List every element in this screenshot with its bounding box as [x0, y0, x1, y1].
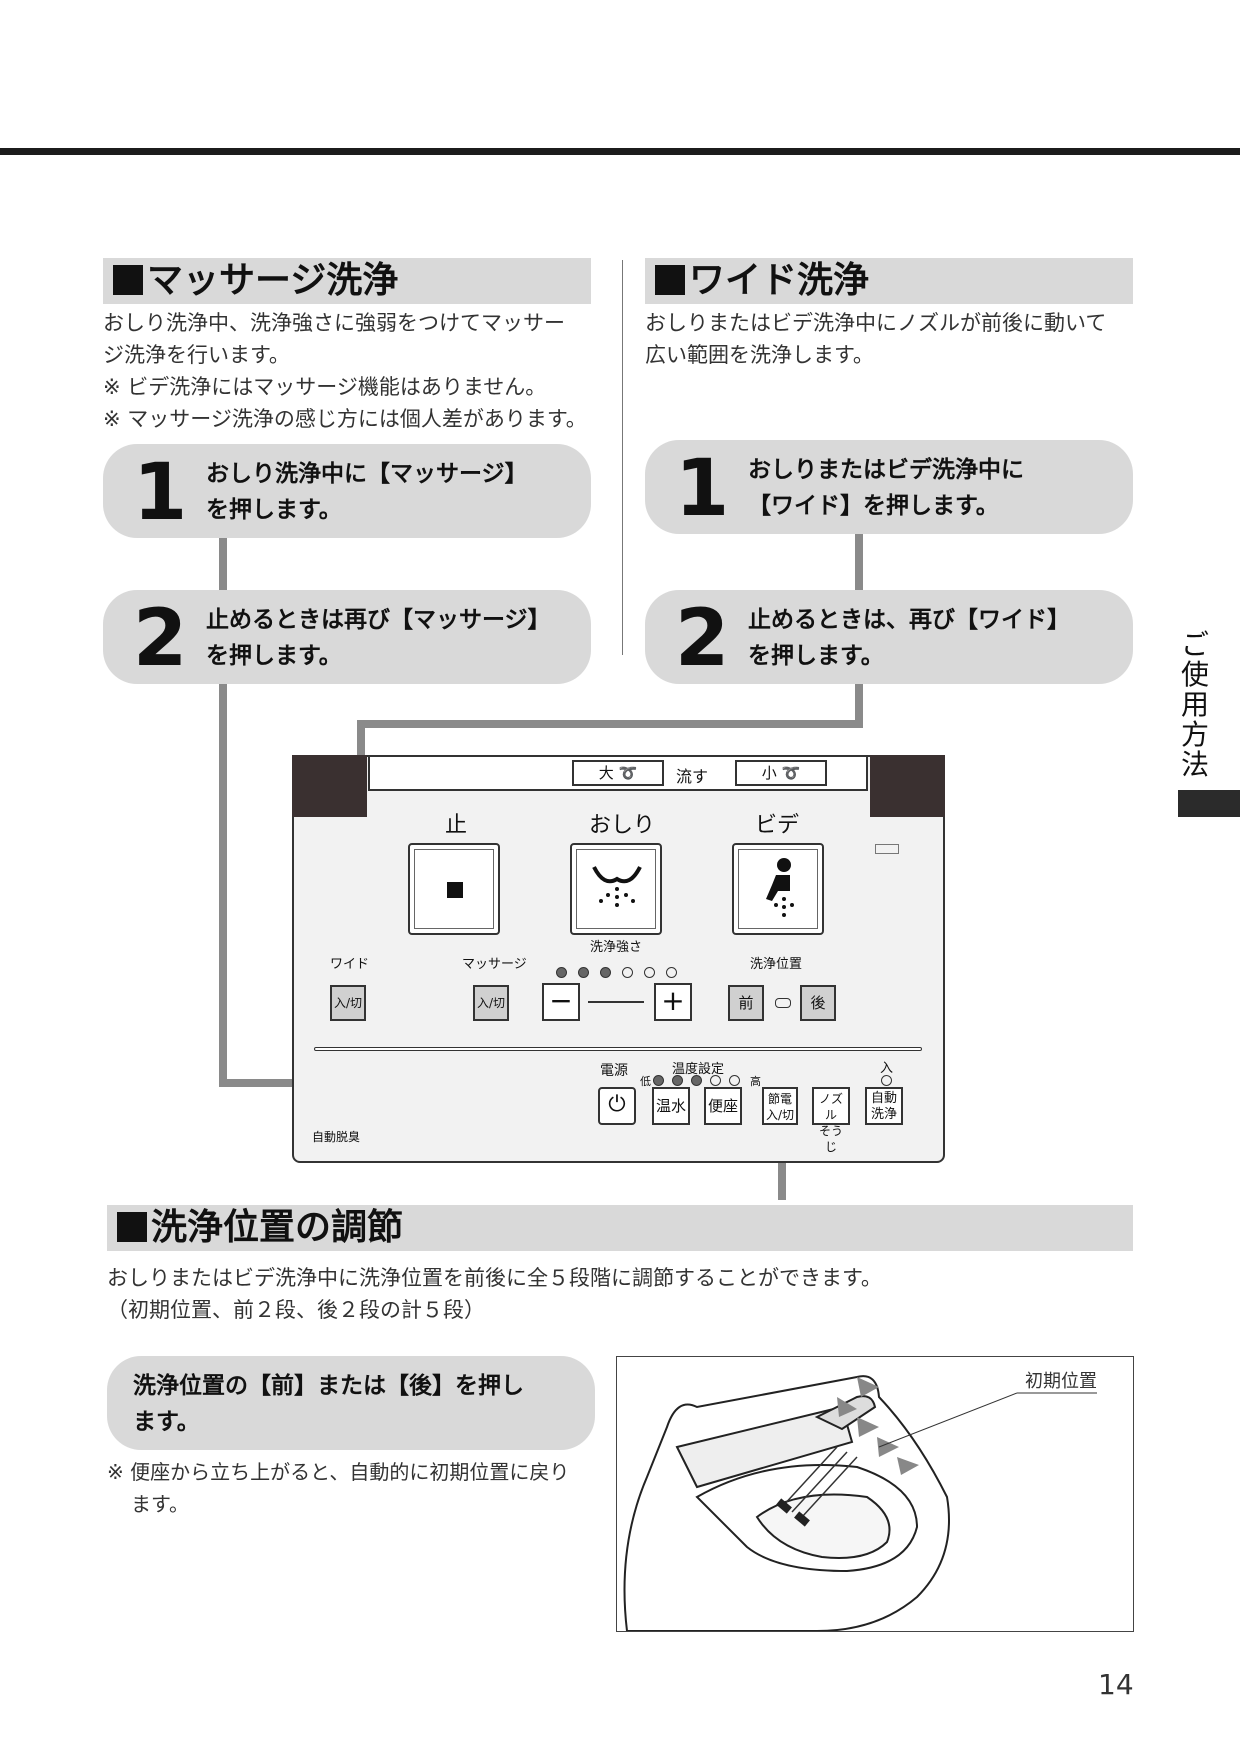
- position-indicator: [775, 998, 791, 1008]
- stop-button[interactable]: [408, 843, 500, 935]
- panel-divider: [314, 1047, 922, 1051]
- level-dot: [556, 967, 567, 978]
- section-title-wide: ワイド洗浄: [645, 258, 1133, 304]
- position-description: おしりまたはビデ洗浄中に洗浄位置を前後に全５段階に調節することができます。 （初…: [107, 1266, 882, 1322]
- level-dot: [729, 1075, 740, 1086]
- strength-plus-button[interactable]: +: [654, 983, 692, 1021]
- flush-label: 流す: [676, 767, 709, 786]
- power-save-button[interactable]: 節電入/切: [762, 1087, 798, 1125]
- bidet-label: ビデ: [755, 813, 800, 838]
- stop-label: 止: [445, 813, 468, 838]
- oshiri-button[interactable]: [570, 843, 662, 935]
- oshiri-label: おしり: [589, 813, 656, 838]
- seat-button[interactable]: 便座: [704, 1087, 742, 1125]
- massage-step-2: 2 止めるときは再び【マッサージ】を押します。: [103, 590, 591, 684]
- wide-description: おしりまたはビデ洗浄中にノズルが前後に動いて 広い範囲を洗浄します。: [645, 311, 1107, 367]
- side-tab-usage: ご 使 用 方 法: [1180, 628, 1209, 781]
- temp-low-label: 低: [640, 1075, 651, 1088]
- side-tab-marker: [1178, 790, 1240, 817]
- remote-control-panel: 大 ➰ 流す 小 ➰ 止 おしり ビデ ワイド マッサージ 洗浄強さ 洗浄位置 …: [292, 755, 945, 1163]
- toilet-nozzle-drawing: [623, 1375, 1097, 1632]
- position-note: ※ 便座から立ち上がると、自動的に初期位置に戻り ます。: [107, 1460, 570, 1516]
- stop-square-icon: [447, 882, 463, 898]
- strength-minus-button[interactable]: −: [542, 983, 580, 1021]
- level-dot: [666, 967, 677, 978]
- column-divider: [622, 260, 623, 655]
- top-rule: [0, 148, 1240, 155]
- deodorize-label: 自動脱臭: [312, 1130, 361, 1144]
- toilet-illustration: 初期位置: [616, 1356, 1134, 1632]
- wide-step-2: 2 止めるときは、再び【ワイド】を押します。: [645, 590, 1133, 684]
- wide-toggle-button[interactable]: 入/切: [330, 985, 366, 1021]
- massage-toggle-button[interactable]: 入/切: [473, 985, 509, 1021]
- strength-label: 洗浄強さ: [590, 940, 643, 955]
- swirl-icon: ➰: [781, 764, 801, 782]
- panel-cap-left: [292, 755, 367, 817]
- position-front-button[interactable]: 前: [728, 985, 764, 1021]
- level-dot: [710, 1075, 721, 1086]
- wide-label: ワイド: [330, 957, 370, 972]
- square-bullet-icon: [117, 1212, 147, 1242]
- section-title-position: 洗浄位置の調節: [107, 1205, 1133, 1251]
- massage-description: おしり洗浄中、洗浄強さに強弱をつけてマッサー ジ洗浄を行います。 ※ ビデ洗浄に…: [103, 311, 587, 431]
- massage-label: マッサージ: [462, 957, 527, 972]
- flush-large-button[interactable]: 大 ➰: [572, 760, 664, 786]
- swirl-icon: ➰: [618, 764, 638, 782]
- temp-label: 温度設定: [672, 1062, 725, 1077]
- auto-indicator-dot: [881, 1075, 892, 1086]
- battery-indicator: [875, 844, 899, 854]
- temp-high-label: 高: [750, 1075, 761, 1088]
- power-button[interactable]: ⏻: [598, 1087, 636, 1125]
- massage-step-1: 1 おしり洗浄中に【マッサージ】を押します。: [103, 444, 591, 538]
- page-number: 14: [1098, 1668, 1134, 1701]
- bidet-person-icon: [766, 858, 794, 917]
- power-icon: ⏻: [608, 1092, 626, 1117]
- oshiri-spray-icon: [592, 866, 642, 907]
- warm-water-button[interactable]: 温水: [652, 1087, 690, 1125]
- position-step: 洗浄位置の【前】または【後】を押します。: [107, 1356, 595, 1450]
- level-dot: [691, 1075, 702, 1086]
- nozzle-clean-button[interactable]: ノズルそうじ: [812, 1087, 850, 1154]
- bidet-button[interactable]: [732, 843, 824, 935]
- level-dot: [653, 1075, 664, 1086]
- level-dot: [600, 967, 611, 978]
- square-bullet-icon: [113, 265, 143, 295]
- level-dot: [578, 967, 589, 978]
- flush-small-button[interactable]: 小 ➰: [735, 760, 827, 786]
- section-title-massage: マッサージ洗浄: [103, 258, 591, 304]
- square-bullet-icon: [655, 265, 685, 295]
- auto-wash-button[interactable]: 自動洗浄: [865, 1087, 903, 1125]
- level-dot: [672, 1075, 683, 1086]
- level-dot: [622, 967, 633, 978]
- strength-slider-line: [588, 1001, 644, 1003]
- initial-position-label: 初期位置: [1025, 1371, 1097, 1392]
- position-label: 洗浄位置: [750, 957, 803, 972]
- power-label: 電源: [600, 1063, 628, 1079]
- on-label: 入: [880, 1061, 894, 1076]
- wide-step-1: 1 おしりまたはビデ洗浄中に【ワイド】を押します。: [645, 440, 1133, 534]
- panel-cap-right: [870, 755, 945, 817]
- position-back-button[interactable]: 後: [800, 985, 836, 1021]
- level-dot: [644, 967, 655, 978]
